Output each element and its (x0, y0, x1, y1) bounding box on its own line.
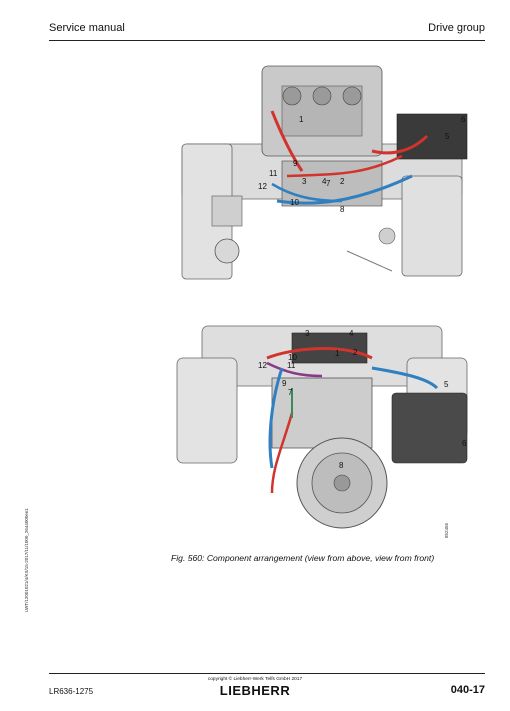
top-callout-4: 4 (322, 177, 327, 186)
document-side-id: LWT/12001021/4/KS/15-2017/11/1000_264400… (24, 508, 29, 612)
brand-logo: LIEBHERR (219, 683, 291, 698)
bottom-callout-2: 2 (353, 348, 358, 357)
figure-caption: Fig. 560: Component arrangement (view fr… (171, 553, 435, 563)
top-callout-11: 11 (269, 169, 278, 178)
header-right: Drive group (428, 22, 485, 34)
top-callout-12: 12 (258, 182, 267, 191)
top-callout-9: 9 (293, 159, 298, 168)
page-header: Service manual Drive group (49, 22, 485, 41)
footer-copyright: copyright © Liebherr-Werk Telfs GmbH 201… (207, 677, 303, 682)
bottom-callout-1: 1 (335, 349, 340, 358)
top-callout-3: 3 (302, 177, 307, 186)
top-callout-5: 5 (445, 132, 450, 141)
top-callout-2: 2 (340, 177, 345, 186)
footer-rule (49, 673, 485, 674)
bottom-callout-4: 4 (349, 329, 354, 338)
page-number: 040-17 (450, 684, 485, 696)
figure-id: 852456 (444, 522, 449, 538)
figure-top-view: 1 6 5 9 11 12 10 3 4 2 7 8 (172, 56, 472, 306)
figure-front-view: 3 4 2 1 10 11 12 9 7 5 6 8 (172, 318, 472, 543)
top-callout-1: 1 (299, 115, 304, 124)
bottom-callout-8: 8 (339, 461, 344, 470)
top-callout-10: 10 (290, 198, 299, 207)
top-callout-7: 7 (326, 179, 331, 188)
bottom-callout-6: 6 (462, 439, 467, 448)
bottom-callout-11: 11 (287, 361, 296, 370)
bottom-callout-10: 10 (288, 353, 297, 362)
top-callout-8: 8 (340, 205, 345, 214)
bottom-callout-5: 5 (444, 380, 449, 389)
bottom-callout-12: 12 (258, 361, 267, 370)
header-left: Service manual (49, 22, 125, 34)
bottom-callout-3: 3 (305, 329, 310, 338)
top-callout-6: 6 (461, 115, 466, 124)
bottom-callout-7: 7 (288, 388, 293, 397)
footer-model: LR636-1275 (49, 687, 94, 696)
bottom-callout-9: 9 (282, 379, 287, 388)
